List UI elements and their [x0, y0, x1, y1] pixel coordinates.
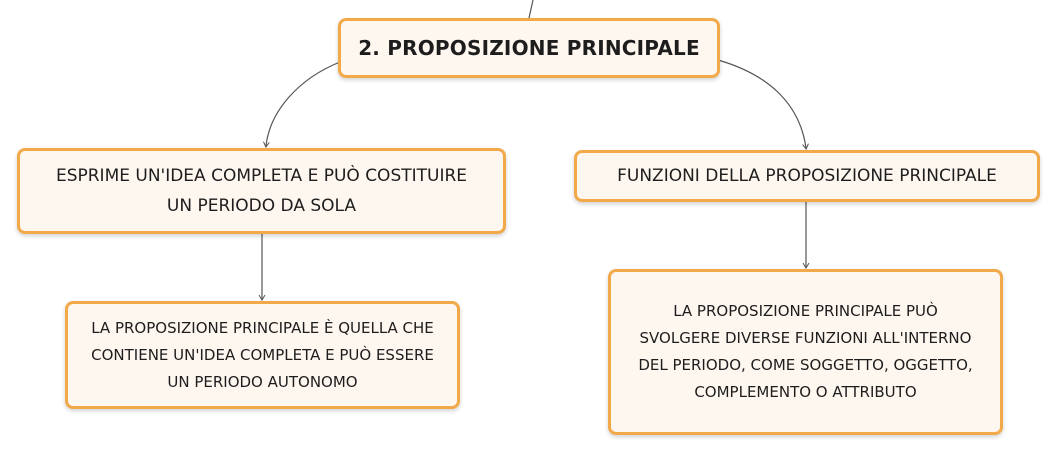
- leaf-node-functions-detail[interactable]: LA PROPOSIZIONE PRINCIPALE PUÒ SVOLGERE …: [608, 269, 1003, 435]
- leaf-node-autonomous-period[interactable]: LA PROPOSIZIONE PRINCIPALE È QUELLA CHE …: [65, 301, 460, 409]
- branch-node-complete-idea-label: ESPRIME UN'IDEA COMPLETA E PUÒ COSTITUIR…: [55, 166, 468, 216]
- branch-node-functions[interactable]: FUNZIONI DELLA PROPOSIZIONE PRINCIPALE: [574, 150, 1040, 202]
- connector-root-to-left-branch: [266, 61, 341, 146]
- branch-node-functions-label: FUNZIONI DELLA PROPOSIZIONE PRINCIPALE: [617, 166, 997, 186]
- root-node[interactable]: 2. PROPOSIZIONE PRINCIPALE: [338, 18, 720, 78]
- connector-root-to-right-branch: [717, 59, 806, 148]
- root-node-label: 2. PROPOSIZIONE PRINCIPALE: [358, 36, 700, 60]
- leaf-node-autonomous-period-label: LA PROPOSIZIONE PRINCIPALE È QUELLA CHE …: [91, 318, 434, 391]
- connector-incoming-root: [528, 0, 534, 19]
- leaf-node-functions-detail-label: LA PROPOSIZIONE PRINCIPALE PUÒ SVOLGERE …: [638, 302, 973, 401]
- branch-node-complete-idea[interactable]: ESPRIME UN'IDEA COMPLETA E PUÒ COSTITUIR…: [17, 148, 506, 234]
